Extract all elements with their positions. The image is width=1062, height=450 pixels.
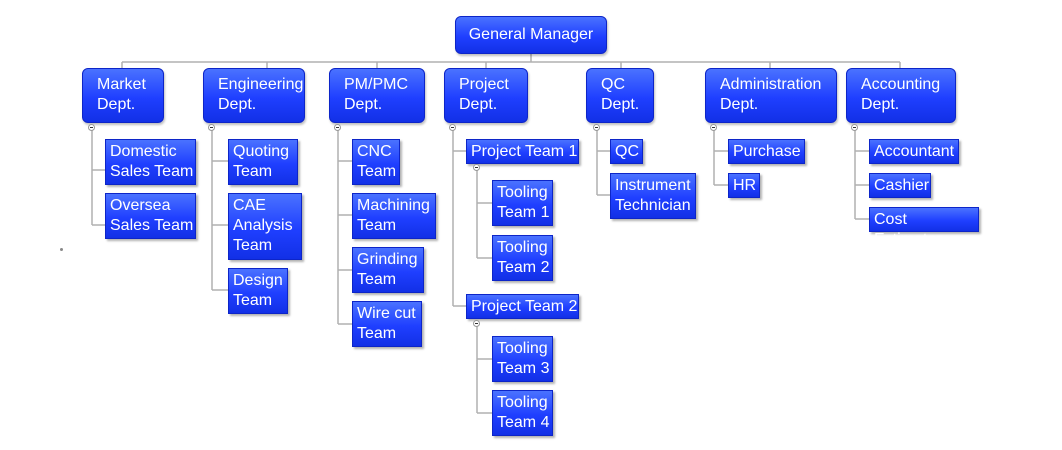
node-domestic-sales-team[interactable]: Domestic Sales Team <box>105 139 196 185</box>
node-accountant[interactable]: Accountant <box>869 139 959 164</box>
node-general-manager[interactable]: General Manager <box>455 16 607 54</box>
node-administration-dept[interactable]: Administration Dept. <box>705 68 837 123</box>
node-tooling-team-4[interactable]: Tooling Team 4 <box>492 390 553 436</box>
collapse-toggle-icon[interactable] <box>449 124 456 131</box>
node-instrument-technician[interactable]: Instrument Technician <box>610 173 696 219</box>
node-tooling-team-3[interactable]: Tooling Team 3 <box>492 336 553 382</box>
collapse-toggle-icon[interactable] <box>710 124 717 131</box>
node-project-team-1[interactable]: Project Team 1 <box>466 139 579 164</box>
node-hr[interactable]: HR <box>728 173 760 198</box>
collapse-toggle-icon[interactable] <box>851 124 858 131</box>
collapse-toggle-icon[interactable] <box>88 124 95 131</box>
node-grinding-team[interactable]: Grinding Team <box>352 247 424 293</box>
collapse-toggle-icon[interactable] <box>593 124 600 131</box>
stray-dot <box>60 248 63 251</box>
node-cashier[interactable]: Cashier <box>869 173 931 198</box>
collapse-toggle-icon[interactable] <box>473 164 480 171</box>
node-tooling-team-1[interactable]: Tooling Team 1 <box>492 180 553 226</box>
node-pm-pmc-dept[interactable]: PM/PMC Dept. <box>329 68 425 123</box>
node-qc-dept[interactable]: QC Dept. <box>586 68 654 123</box>
collapse-toggle-icon[interactable] <box>208 124 215 131</box>
node-quoting-team[interactable]: Quoting Team <box>228 139 298 185</box>
node-wire-cut-team[interactable]: Wire cut Team <box>352 301 422 347</box>
node-oversea-sales-team[interactable]: Oversea Sales Team <box>105 193 196 239</box>
node-cae-analysis-team[interactable]: CAE Analysis Team <box>228 193 302 260</box>
node-project-team-2[interactable]: Project Team 2 <box>466 294 579 319</box>
node-cnc-team[interactable]: CNC Team <box>352 139 400 185</box>
node-engineering-dept[interactable]: Engineering Dept. <box>203 68 305 123</box>
node-project-dept[interactable]: Project Dept. <box>444 68 528 123</box>
node-qc[interactable]: QC <box>610 139 643 164</box>
node-machining-team[interactable]: Machining Team <box>352 193 436 239</box>
node-design-team[interactable]: Design Team <box>228 268 288 314</box>
collapse-toggle-icon[interactable] <box>334 124 341 131</box>
node-accounting-dept[interactable]: Accounting Dept. <box>846 68 956 123</box>
node-cost-estimator[interactable]: Cost Estimator <box>869 207 979 248</box>
node-market-dept[interactable]: Market Dept. <box>82 68 164 123</box>
collapse-toggle-icon[interactable] <box>473 320 480 327</box>
node-tooling-team-2[interactable]: Tooling Team 2 <box>492 235 553 281</box>
node-purchase[interactable]: Purchase <box>728 139 805 164</box>
